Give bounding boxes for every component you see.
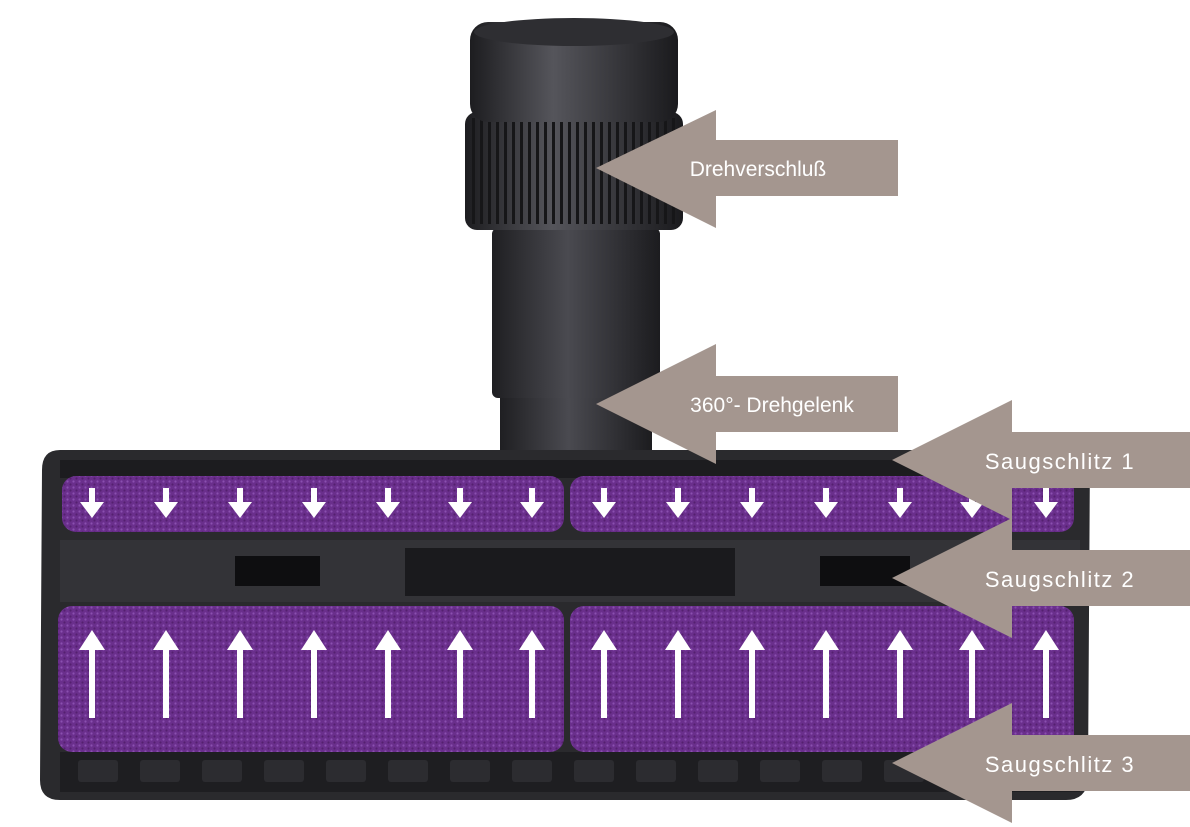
twist-lock-ring — [465, 112, 683, 230]
callout-saugschlitz-2: Saugschlitz 2 — [892, 518, 1190, 638]
callout-arrow-saugschlitz-1 — [892, 400, 1190, 520]
airflow-arrow-up — [375, 630, 401, 718]
airflow-arrow-up — [447, 630, 473, 718]
tooth — [388, 760, 428, 782]
tooth — [760, 760, 800, 782]
callout-drehverschluss: Drehverschluß — [596, 110, 898, 228]
tooth — [574, 760, 614, 782]
airflow-arrow-down — [592, 488, 616, 518]
airflow-arrow-up — [665, 630, 691, 718]
ridge-line — [584, 118, 587, 224]
callout-arrow-saugschlitz-2 — [892, 518, 1190, 638]
callout-label: Saugschlitz 1 — [985, 449, 1135, 474]
airflow-arrow-down — [1034, 488, 1058, 518]
tooth — [202, 760, 242, 782]
airflow-arrow-down — [740, 488, 764, 518]
tooth — [264, 760, 304, 782]
slot-opening-right — [820, 556, 910, 586]
connector-tube — [492, 228, 660, 398]
airflow-arrow-up — [519, 630, 545, 718]
callout-arrow-drehgelenk — [596, 344, 898, 464]
airflow-arrow-up — [591, 630, 617, 718]
airflow-arrow-down — [814, 488, 838, 518]
airflow-arrows-bottom — [79, 630, 1059, 718]
airflow-arrow-up — [79, 630, 105, 718]
tooth — [636, 760, 676, 782]
airflow-arrow-up — [887, 630, 913, 718]
airflow-arrows-top — [80, 488, 1058, 518]
airflow-arrow-up — [227, 630, 253, 718]
airflow-arrow-up — [301, 630, 327, 718]
ridge-line — [512, 118, 515, 224]
airflow-arrow-down — [80, 488, 104, 518]
ridge-line — [568, 118, 571, 224]
slot-opening-center — [405, 548, 735, 596]
airflow-arrow-down — [154, 488, 178, 518]
airflow-arrow-up — [1033, 630, 1059, 718]
airflow-arrow-down — [666, 488, 690, 518]
brush-pad-bottom-right — [570, 606, 1074, 752]
airflow-arrow-up — [153, 630, 179, 718]
ridge-line — [488, 118, 491, 224]
callout-drehgelenk: 360°- Drehgelenk — [596, 344, 898, 464]
callout-label: Drehverschluß — [690, 158, 827, 181]
ridge-line — [592, 118, 595, 224]
tooth — [450, 760, 490, 782]
nozzle-body — [40, 450, 1090, 800]
callout-arrow-drehverschluss — [596, 110, 898, 228]
airflow-arrow-down — [302, 488, 326, 518]
tooth — [698, 760, 738, 782]
tooth — [140, 760, 180, 782]
airflow-arrow-down — [448, 488, 472, 518]
callout-label: Saugschlitz 3 — [985, 752, 1135, 777]
slot-opening-left — [235, 556, 320, 586]
ridge-line — [576, 118, 579, 224]
tooth — [822, 760, 862, 782]
ridge-line — [472, 118, 475, 224]
ridge-line — [504, 118, 507, 224]
ridge-line — [496, 118, 499, 224]
airflow-arrow-down — [376, 488, 400, 518]
airflow-arrow-down — [520, 488, 544, 518]
airflow-arrow-down — [960, 488, 984, 518]
callout-saugschlitz-3: Saugschlitz 3 — [892, 703, 1190, 823]
connector-cap — [470, 22, 678, 122]
tooth — [78, 760, 118, 782]
connector-opening — [474, 18, 674, 46]
ridge-line — [528, 118, 531, 224]
callout-label: Saugschlitz 2 — [985, 567, 1135, 592]
airflow-arrow-up — [959, 630, 985, 718]
ridge-line — [544, 118, 547, 224]
callout-label: 360°- Drehgelenk — [690, 394, 854, 417]
ridge-line — [560, 118, 563, 224]
airflow-arrow-down — [228, 488, 252, 518]
tooth — [512, 760, 552, 782]
callout-saugschlitz-1: Saugschlitz 1 — [892, 400, 1190, 520]
ridge-line — [480, 118, 483, 224]
airflow-arrow-up — [813, 630, 839, 718]
ridge-line — [536, 118, 539, 224]
ridge-line — [552, 118, 555, 224]
callout-arrow-saugschlitz-3 — [892, 703, 1190, 823]
tooth — [326, 760, 366, 782]
airflow-arrow-down — [888, 488, 912, 518]
callouts: Drehverschluß 360°- Drehgelenk Saugschli… — [596, 110, 1190, 823]
slot-channel-1 — [60, 460, 1080, 478]
ridge-line — [520, 118, 523, 224]
ridge-line — [600, 118, 603, 224]
airflow-arrow-up — [739, 630, 765, 718]
